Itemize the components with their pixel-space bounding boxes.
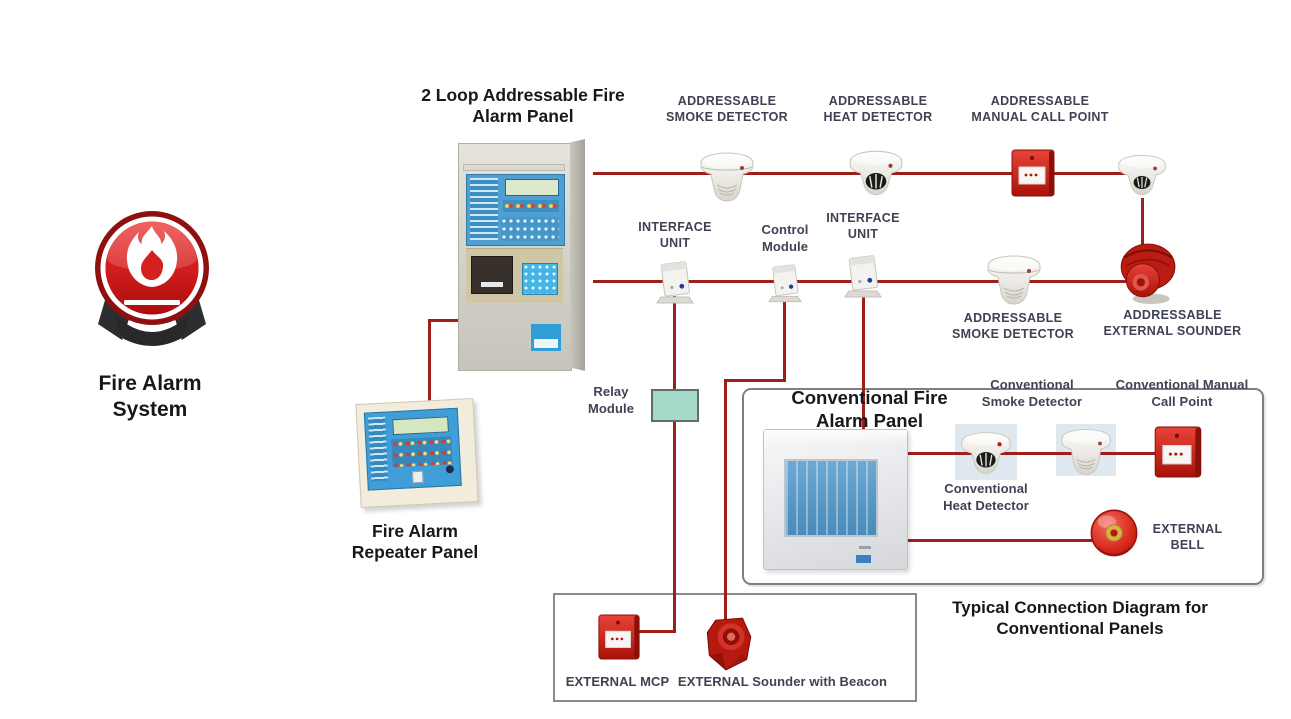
wire-to-repeater: [428, 319, 431, 408]
conventional-panel-title: Conventional Fire Alarm Panel: [791, 387, 948, 431]
wire-to-external-sounder: [724, 379, 727, 622]
smoke-detector-icon: [987, 255, 1041, 305]
conventional-caption: Typical Connection Diagram for Conventio…: [952, 598, 1208, 638]
wire-control-down: [783, 296, 786, 382]
label-external-mcp: EXTERNAL MCP: [565, 674, 670, 689]
wire-conventional-zone: [895, 452, 1165, 455]
detector-grille: [1076, 458, 1096, 470]
repeater-keyswitch: [445, 465, 455, 474]
panel-nameplate: [463, 164, 565, 171]
repeater-key-button: [411, 470, 424, 484]
conventional-panel-screen: [784, 459, 878, 537]
conventional-panel-top: [764, 430, 907, 444]
interface-unit-icon: [656, 261, 694, 304]
manual-call-point-icon: [1154, 426, 1202, 478]
repeater-buttons: [391, 436, 453, 468]
sounder-with-beacon-icon: [706, 617, 752, 671]
heat-detector-icon: [849, 150, 903, 196]
flame-icon: [126, 226, 178, 287]
wire-panel-left: [430, 319, 464, 322]
addressable-panel-title: 2 Loop Addressable Fire Alarm Panel: [421, 85, 625, 127]
repeater-led-column: [368, 416, 389, 482]
label-control-module: Control Module: [761, 222, 809, 254]
external-sounder-icon: [1120, 243, 1176, 304]
wire-interface1-down: [673, 296, 676, 633]
label-addressable-external-sounder: ADDRESSABLE EXTERNAL SOUNDER: [1103, 308, 1242, 339]
label-conventional-mcp: Conventional Manual Call Point: [1115, 377, 1249, 409]
manual-call-point-icon: [598, 614, 640, 660]
conventional-fire-alarm-panel: [763, 429, 908, 570]
wire-control-jog: [724, 379, 786, 382]
label-conventional-smoke: Conventional Smoke Detector: [981, 377, 1083, 409]
label-addressable-smoke-top: ADDRESSABLE SMOKE DETECTOR: [665, 94, 789, 125]
fire-alarm-system-icon: [95, 211, 209, 346]
repeater-face: [363, 407, 462, 491]
wire-to-external-mcp: [637, 630, 676, 633]
label-addressable-heat: ADDRESSABLE HEAT DETECTOR: [823, 94, 933, 125]
panel-mid-band: [466, 248, 563, 303]
heat-detector-icon: [961, 432, 1011, 474]
addressable-fire-alarm-panel: [458, 139, 585, 371]
label-interface-unit-2: INTERFACE UNIT: [826, 211, 900, 242]
external-bell-icon: [1090, 509, 1138, 557]
panel-display-section: [466, 174, 565, 246]
wire-conventional-bell: [897, 539, 1100, 542]
panel-lcd: [505, 179, 559, 196]
label-relay-module: Relay Module: [587, 384, 635, 416]
panel-face: [458, 143, 572, 371]
conventional-panel-label-chip: [856, 555, 871, 563]
printer-slot: [481, 282, 503, 287]
zone-led-column: [470, 178, 498, 240]
manual-call-point-icon: [1011, 149, 1055, 197]
relay-module: [651, 389, 699, 422]
panel-lower-strip: [534, 339, 558, 348]
label-addressable-mcp: ADDRESSABLE MANUAL CALL POINT: [971, 94, 1109, 125]
label-external-bell: EXTERNAL BELL: [1152, 522, 1223, 553]
label-interface-unit-1: INTERFACE UNIT: [638, 220, 712, 251]
fire-alarm-repeater-panel: [355, 397, 479, 509]
conventional-panel-marking: [859, 546, 871, 549]
panel-printer: [471, 256, 513, 294]
detector-grille: [716, 184, 738, 196]
panel-buttons-row: [503, 200, 559, 212]
panel-lower-label: [531, 324, 561, 351]
label-conventional-heat: Conventional Heat Detector: [943, 481, 1029, 513]
smoke-detector-icon: [700, 152, 754, 202]
detector-grille: [1003, 287, 1025, 299]
panel-side-face: [570, 139, 585, 371]
heat-detector-icon: [1118, 154, 1166, 196]
label-addressable-smoke-loop2: ADDRESSABLE SMOKE DETECTOR: [951, 311, 1075, 342]
interface-unit-icon: [844, 255, 882, 298]
smoke-detector-icon: [1061, 429, 1111, 475]
wire-detector-to-sounder: [1141, 198, 1144, 250]
label-external-sounder-beacon: EXTERNAL Sounder with Beacon: [677, 674, 888, 689]
wire-interface2-to-conventional: [862, 296, 865, 441]
repeater-lcd: [392, 416, 449, 436]
panel-keypad: [522, 263, 558, 295]
system-title: Fire Alarm System: [98, 372, 202, 421]
panel-buttons-grid: [501, 217, 559, 241]
control-module-icon: [768, 264, 802, 303]
repeater-panel-title: Fire Alarm Repeater Panel: [351, 521, 479, 563]
